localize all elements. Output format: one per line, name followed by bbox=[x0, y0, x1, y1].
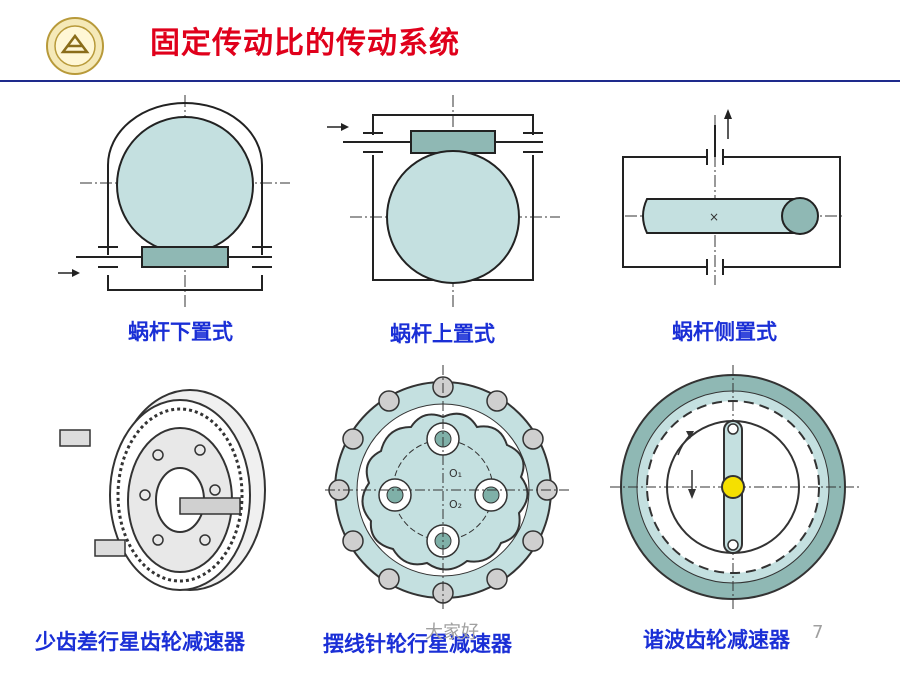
title-divider bbox=[0, 80, 900, 82]
harmonic-reducer-diagram bbox=[610, 365, 860, 610]
page-number: 7 bbox=[812, 622, 824, 643]
worm-side-diagram: × bbox=[622, 109, 845, 285]
worm-above-diagram bbox=[327, 95, 560, 310]
label-o2: O₂ bbox=[449, 498, 462, 511]
cycloidal-reducer-diagram: O₁ O₂ bbox=[325, 365, 570, 610]
caption-cycloidal-reducer: 摆线针轮行星减速器 bbox=[323, 632, 512, 656]
caption-worm-side: 蜗杆侧置式 bbox=[672, 320, 777, 344]
svg-text:×: × bbox=[709, 210, 719, 224]
caption-harmonic-reducer: 谐波齿轮减速器 bbox=[643, 628, 790, 652]
label-o1: O₁ bbox=[449, 467, 462, 480]
planetary-reducer-illustration bbox=[59, 389, 266, 591]
university-logo bbox=[46, 17, 104, 75]
footer-watermark: 大家好 bbox=[425, 622, 479, 643]
caption-worm-above: 蜗杆上置式 bbox=[390, 322, 495, 346]
caption-planetary-reducer: 少齿差行星齿轮减速器 bbox=[35, 630, 245, 654]
page-title: 固定传动比的传动系统 bbox=[150, 26, 460, 61]
worm-below-diagram bbox=[58, 95, 290, 310]
caption-worm-below: 蜗杆下置式 bbox=[128, 320, 233, 344]
